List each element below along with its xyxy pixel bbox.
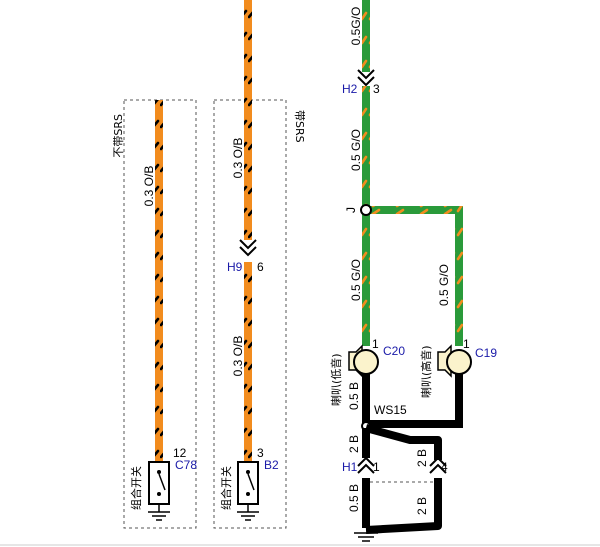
wire-green-right (455, 206, 463, 346)
wire-black-diagonal (364, 424, 442, 460)
connector-h1-pin: 1 (373, 460, 380, 474)
wire-label-w1: 0.3 O/B (142, 166, 156, 207)
region-label-no-srs: 不带SRS (112, 114, 125, 158)
connector-b2-name: B2 (264, 458, 279, 472)
wire-label-g-mid: 0.5 G/O (349, 129, 363, 171)
wire-label-g-top: 0.5G/O (349, 7, 363, 46)
connector-c19-pin: 1 (463, 337, 470, 351)
wire-black-c20 (362, 374, 370, 426)
wire-label-b3: 2 B (415, 449, 429, 467)
splice-j-label: J (344, 207, 358, 213)
connector-h1-name: H1 (342, 460, 358, 474)
switch2-label: 组合开关 (219, 466, 233, 510)
wire-orange-1 (155, 100, 163, 462)
wire-green-mid (362, 86, 370, 210)
connector-c78-pin: 12 (173, 446, 187, 460)
wire-label-b4: 0.5 B (347, 484, 361, 512)
connector-c20-pin: 1 (372, 337, 379, 351)
wire-label-g-left: 0.5 G/O (349, 259, 363, 301)
connector-b2-pin: 3 (257, 446, 264, 460)
wire-label-b5: 2 B (415, 497, 429, 515)
wire-label-g-right: 0.5 G/O (437, 264, 451, 306)
connector-h1-chevron-right (429, 456, 447, 474)
wire-green-top (362, 0, 370, 72)
wire-green-left (362, 210, 370, 346)
ws15-label: WS15 (374, 403, 407, 417)
wire-label-b1: 0.5 B (347, 382, 361, 410)
splice-j (360, 204, 372, 216)
wire-orange-2-top (244, 0, 252, 240)
ground-symbol-main (354, 532, 378, 542)
wire-black-to-ground (362, 478, 370, 528)
connector-h1-chevron-left (357, 456, 375, 474)
switch1-label: 组合开关 (129, 466, 143, 510)
speaker-high (437, 344, 472, 378)
wire-label-b2: 2 B (347, 435, 361, 453)
wire-label-w2-top: 0.3 O/B (231, 138, 245, 179)
connector-c20-name: C20 (383, 344, 405, 358)
switch-b2 (237, 461, 259, 521)
connector-h9-pin: 6 (257, 260, 264, 274)
connector-c78-name: C78 (175, 458, 197, 472)
wire-orange-2-bottom (244, 262, 252, 462)
region-label-with-srs: 带SRS (293, 110, 306, 143)
wire-black-left-lower (362, 428, 370, 458)
wire-green-horizontal (366, 206, 462, 214)
connector-h1-pin4: 4 (441, 460, 448, 474)
connector-h2-chevron (357, 69, 375, 87)
connector-h2-name: H2 (342, 82, 358, 96)
connector-h9-chevron (239, 239, 257, 257)
wire-black-c19 (366, 374, 463, 428)
connector-c19-name: C19 (475, 346, 497, 360)
connector-h2-pin: 3 (373, 82, 380, 96)
speaker-high-label: 喇叭(高音) (419, 345, 433, 398)
speaker-low (348, 344, 379, 378)
switch-c78 (148, 461, 170, 521)
connector-h9-name: H9 (227, 260, 243, 274)
wire-black-right-to-ground (365, 478, 442, 534)
wire-label-w2-bottom: 0.3 O/B (231, 336, 245, 377)
speaker-low-label: 喇叭(低音) (329, 353, 343, 406)
